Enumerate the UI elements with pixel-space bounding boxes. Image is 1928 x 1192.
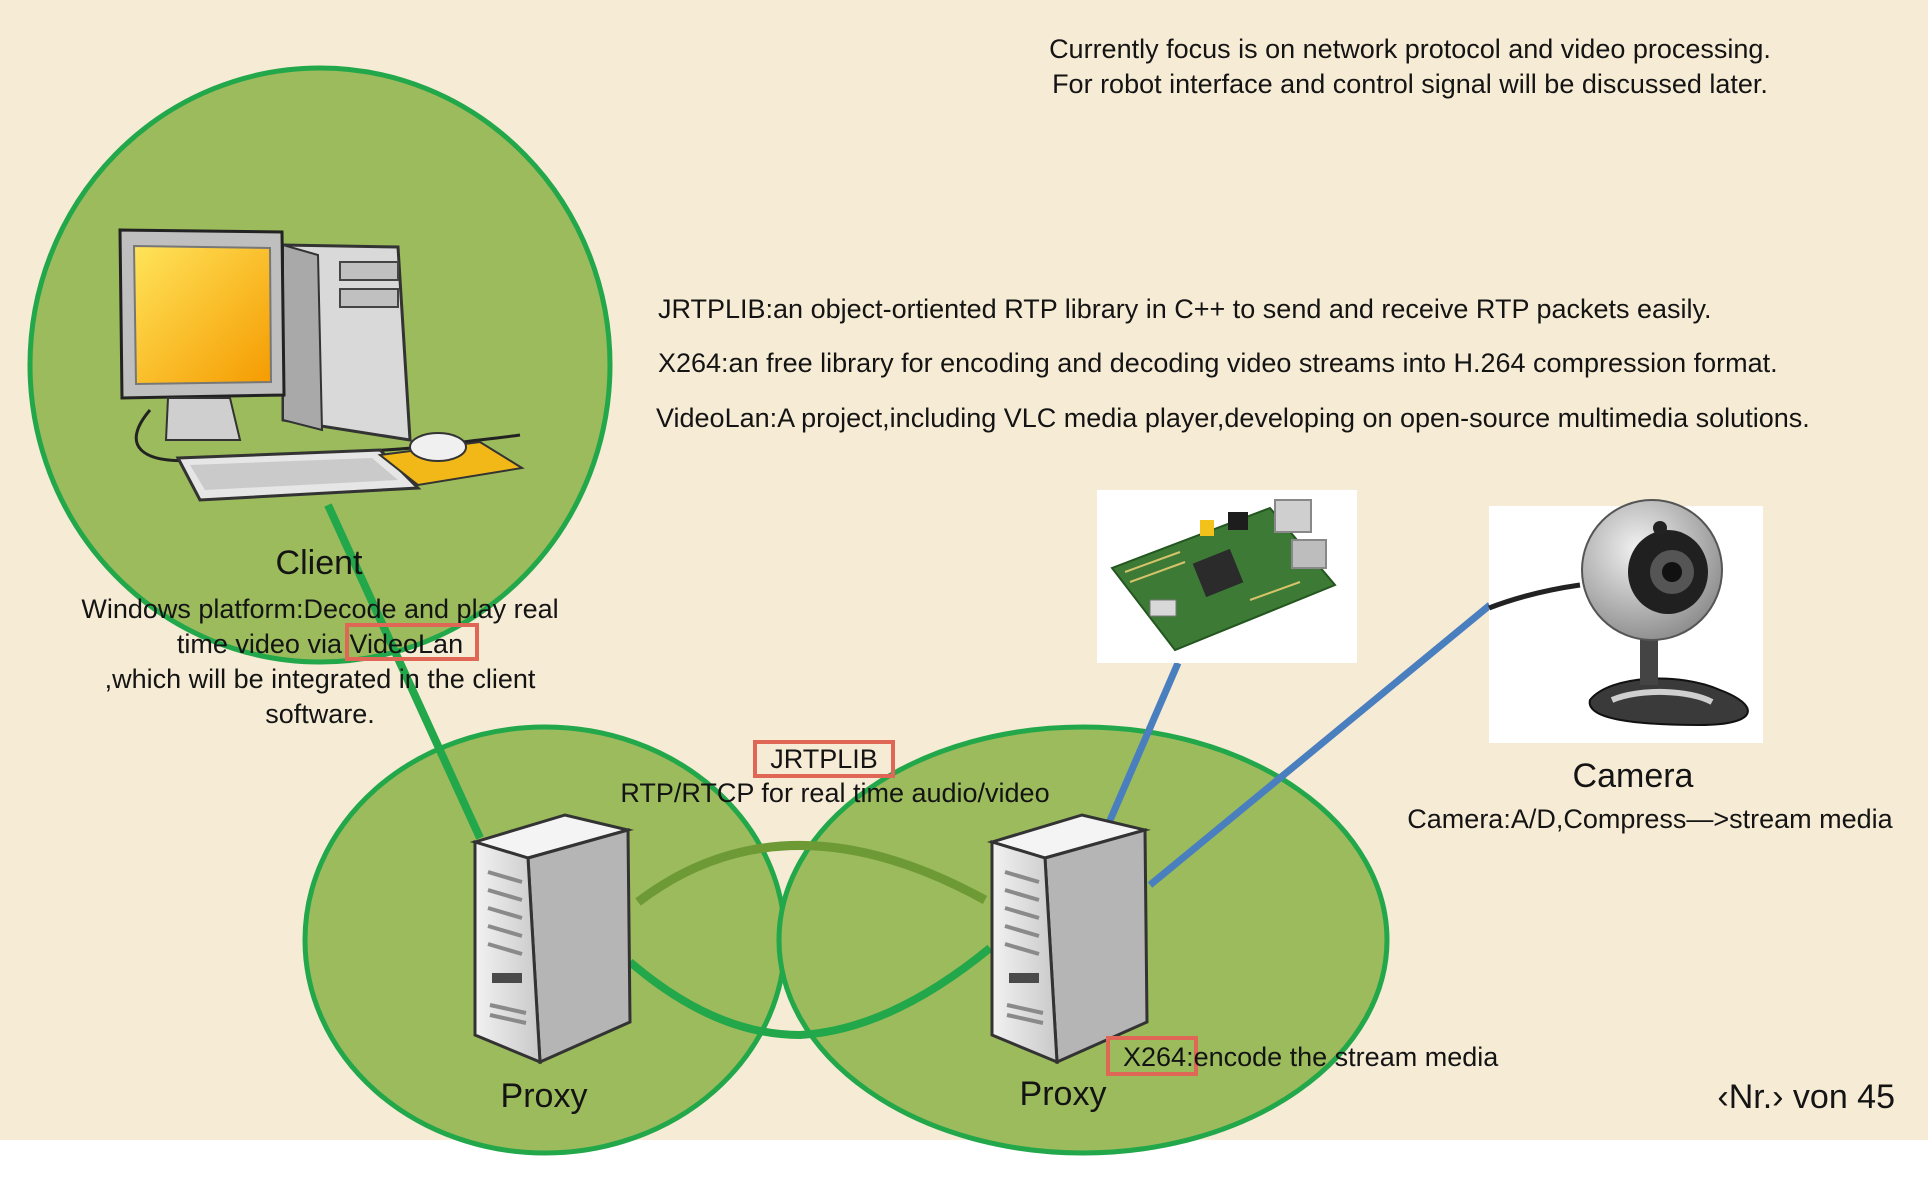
proxy-right-label: Proxy xyxy=(1019,1075,1107,1113)
proxy-left-label: Proxy xyxy=(500,1077,588,1115)
client-proxy-link xyxy=(324,503,484,840)
client-desc-line2-prefix: time video via xyxy=(176,629,350,659)
jrtplib-highlight: JRTPLIB xyxy=(770,744,878,774)
circuit-board-photo xyxy=(1097,490,1357,663)
definition-jrtplib: JRTPLIB:an object-ortiented RTP library … xyxy=(658,294,1712,324)
definition-x264: X264:an free library for encoding and de… xyxy=(658,348,1778,378)
client-desc-line1: Windows platform:Decode and play real xyxy=(81,594,559,624)
client-desc-line4: software. xyxy=(265,699,375,729)
jrtplib-highlight-box xyxy=(753,740,895,778)
x264-highlight: X264 xyxy=(1123,1042,1187,1072)
x264-highlight-box xyxy=(1106,1036,1198,1076)
proxy-proxy-link-upper xyxy=(635,841,988,906)
definition-videolan: VideoLan:A project,including VLC media p… xyxy=(656,403,1810,433)
client-label: Client xyxy=(275,544,363,582)
client-desc-line3: ,which will be integrated in the client xyxy=(104,664,536,694)
camera-description: Camera:A/D,Compress—>stream media xyxy=(1407,804,1893,834)
header-note-line1: Currently focus is on network protocol a… xyxy=(1049,34,1771,64)
link-description: RTP/RTCP for real time audio/video xyxy=(620,778,1050,808)
videolan-highlight: VideoLan xyxy=(349,629,464,659)
board-proxy-link xyxy=(1104,661,1182,827)
page-number: ‹Nr.› von 45 xyxy=(1717,1078,1895,1116)
server-icon xyxy=(986,813,1151,1065)
client-desc-line2: time video via VideoLan xyxy=(30,627,610,662)
header-note-line2: For robot interface and control signal w… xyxy=(1052,69,1768,99)
webcam-photo xyxy=(1488,499,1763,743)
camera-label: Camera xyxy=(1572,757,1694,795)
proxy-proxy-link-lower xyxy=(627,944,993,1040)
x264-encode-text: :encode the stream media xyxy=(1186,1042,1499,1072)
client-description: Windows platform:Decode and play real ti… xyxy=(30,592,610,732)
videolan-highlight-box xyxy=(345,623,479,661)
x264-encode-note: X264:encode the stream media xyxy=(1123,1042,1498,1073)
server-icon xyxy=(469,813,634,1065)
camera-proxy-link xyxy=(1147,602,1493,888)
desktop-computer-icon xyxy=(118,228,525,502)
header-note: Currently focus is on network protocol a… xyxy=(950,32,1870,102)
